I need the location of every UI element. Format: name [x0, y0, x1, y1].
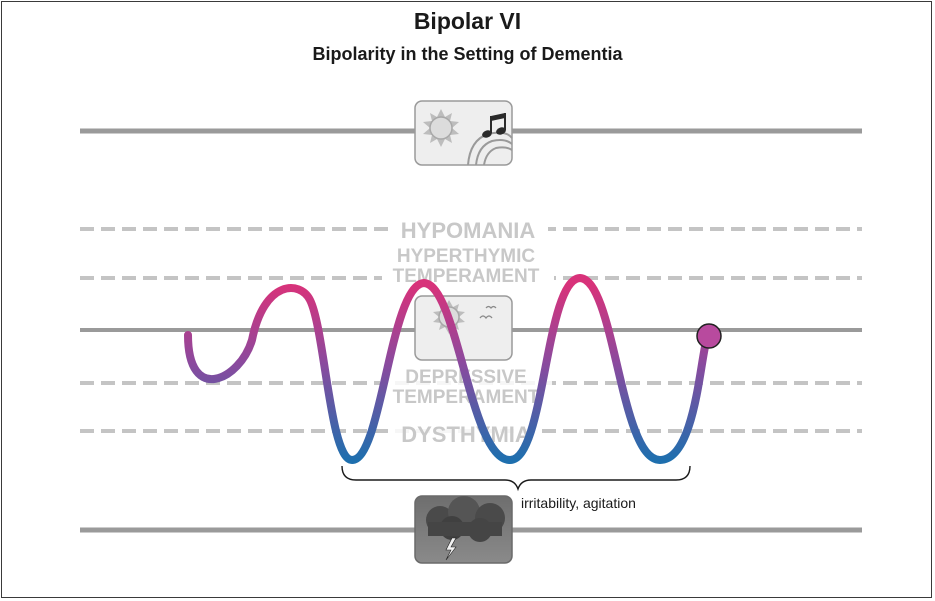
- irritability-agitation-label: irritability, agitation: [521, 495, 636, 511]
- dysthymia-label: DYSTHYMIA: [392, 420, 540, 447]
- figure-subtitle: Bipolarity in the Setting of Dementia: [312, 44, 623, 64]
- hyperthymic-label: HYPERTHYMIC TEMPERAMENT: [382, 245, 554, 287]
- storm-cloud-icon: [414, 495, 513, 564]
- sun-and-birds-icon: [414, 295, 513, 361]
- mood-wave: [184, 273, 711, 465]
- irritability-brace: [341, 465, 691, 492]
- hyperthymic-text-1: HYPERTHYMIC: [397, 246, 536, 267]
- end-marker: [696, 323, 722, 349]
- hypomania-label: HYPOMANIA: [388, 216, 548, 243]
- depressive-text-2: TEMPERAMENT: [393, 387, 540, 408]
- hypomania-text: HYPOMANIA: [401, 218, 536, 243]
- dysthymia-text: DYSTHYMIA: [401, 422, 531, 447]
- sun-and-music-icon: [414, 100, 513, 166]
- figure-title: Bipolar VI: [413, 8, 522, 34]
